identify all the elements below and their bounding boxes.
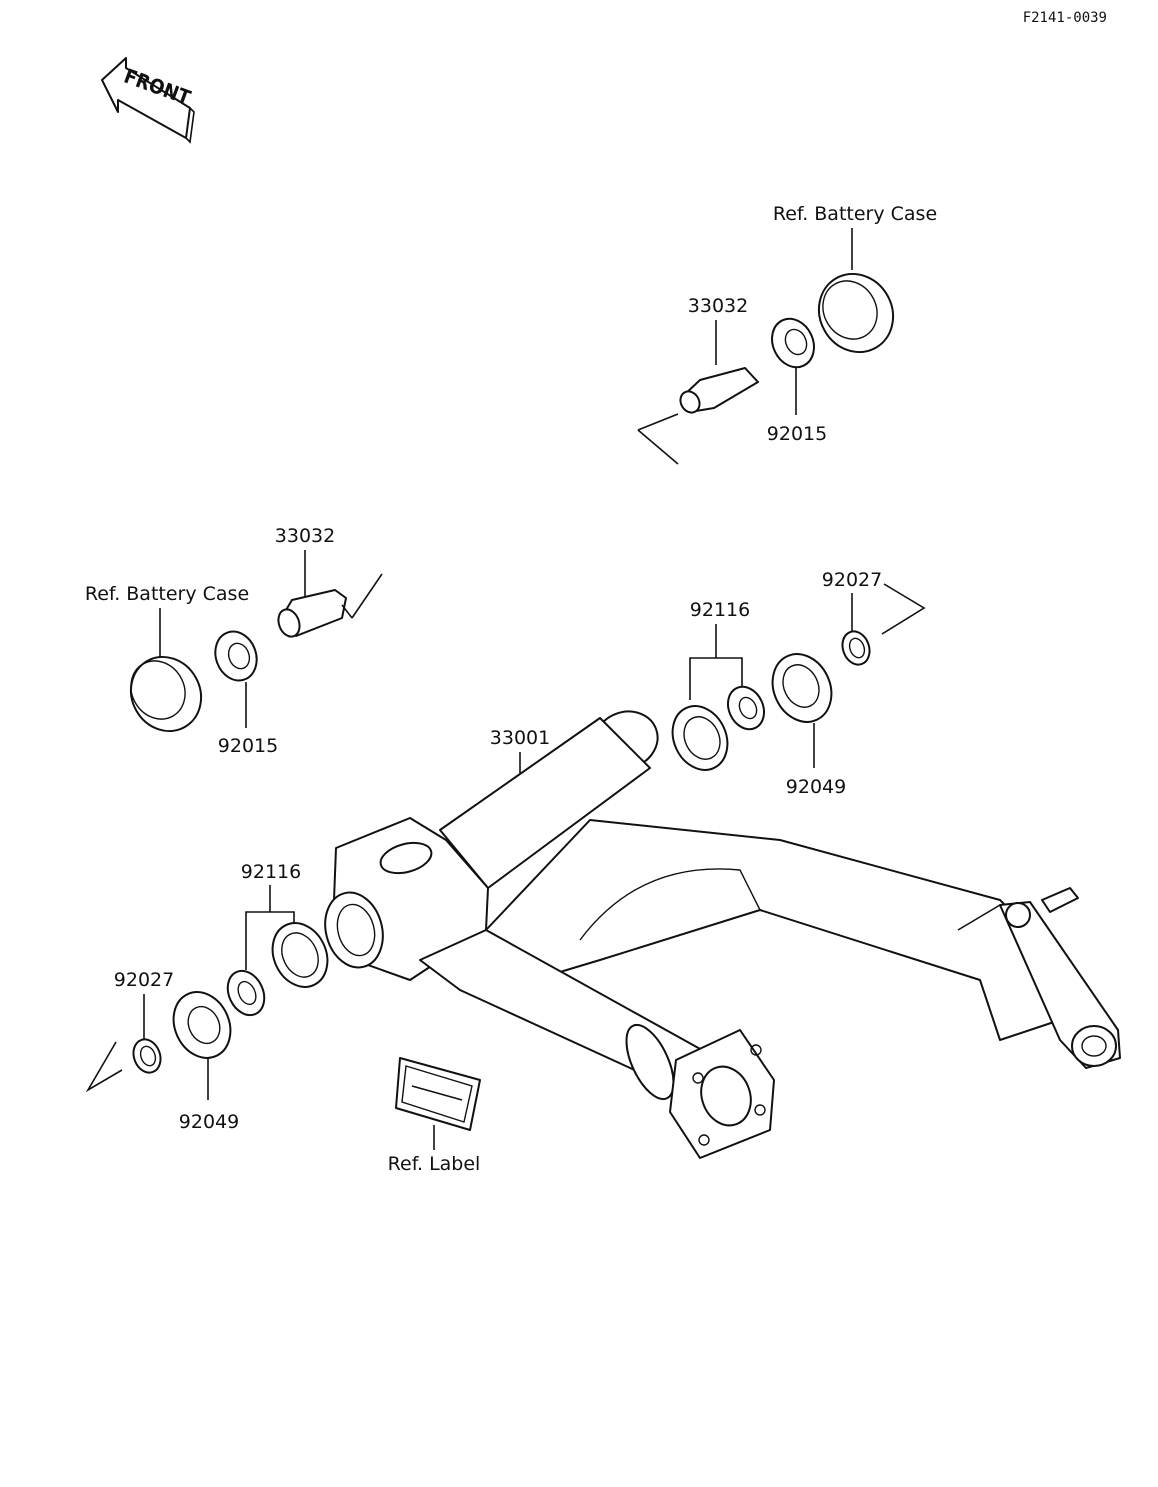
part-92027-left-label: 92027 (114, 969, 174, 991)
pivot-bolt-33032-left (277, 550, 383, 638)
battery-case-cap-left (129, 608, 203, 733)
race-92049-right (771, 653, 833, 768)
part-92015-top-label: 92015 (767, 423, 827, 445)
bearing-92116-left (226, 885, 329, 1017)
seal-92027-left (85, 994, 162, 1093)
ref-label-plate (395, 1057, 481, 1150)
nut-92015-top (771, 317, 815, 415)
swing-arm-33001 (324, 710, 1121, 1159)
ref-battery-case-top-label: Ref. Battery Case (773, 203, 937, 225)
part-92027-right-label: 92027 (822, 569, 882, 591)
seal-92027-right (841, 583, 926, 666)
battery-case-cap-top (817, 228, 895, 354)
race-92049-left (172, 991, 232, 1100)
nut-92015-left (214, 630, 258, 728)
part-92015-left-label: 92015 (218, 735, 278, 757)
part-33001-label: 33001 (490, 727, 550, 749)
part-33032-left-label: 33032 (275, 525, 335, 547)
bearing-92116-right (671, 624, 765, 771)
diagram-code: F2141-0039 (1023, 10, 1107, 26)
part-92049-left-label: 92049 (179, 1111, 239, 1133)
part-33032-top-label: 33032 (688, 295, 748, 317)
ref-battery-case-left-label: Ref. Battery Case (85, 583, 249, 605)
part-92049-right-label: 92049 (786, 776, 846, 798)
part-92116-right-label: 92116 (690, 599, 750, 621)
front-arrow-icon: FRONT (101, 57, 195, 144)
part-92116-left-label: 92116 (241, 861, 301, 883)
ref-label-label: Ref. Label (388, 1153, 481, 1175)
pivot-bolt-33032-top (637, 320, 759, 465)
